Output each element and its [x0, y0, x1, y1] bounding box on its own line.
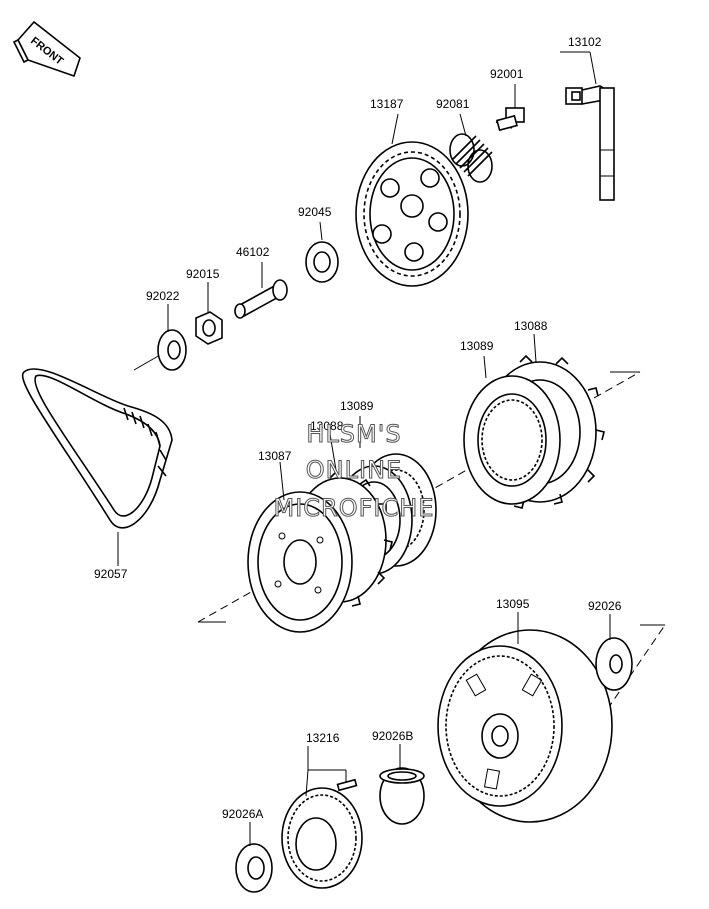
part-13095-clutch-housing — [437, 612, 613, 823]
label-92057: 92057 — [94, 567, 128, 581]
part-92001-bolt — [495, 84, 525, 132]
part-92045-bearing — [305, 221, 339, 283]
front-arrow-badge: FRONT — [12, 20, 81, 78]
part-92081-spring — [449, 113, 493, 183]
part-92026A-washer — [235, 822, 273, 893]
part-92026B-bushing — [379, 744, 425, 825]
watermark-line-2: ONLINE — [306, 456, 402, 484]
label-13087: 13087 — [258, 449, 292, 463]
part-13187-pressure-plate — [355, 113, 469, 287]
part-92015-nut — [195, 282, 223, 345]
watermark: HLSM'S ONLINE MICROFICHE — [273, 420, 435, 523]
label-13088-right: 13088 — [514, 319, 548, 333]
label-92026A: 92026A — [222, 807, 263, 821]
label-46102: 46102 — [236, 245, 270, 259]
label-92026B: 92026B — [372, 729, 413, 743]
label-13088-left: 13088 — [310, 419, 344, 433]
label-13089-left: 13089 — [340, 399, 374, 413]
label-13089-right: 13089 — [460, 339, 494, 353]
label-92001: 92001 — [490, 67, 524, 81]
label-92022: 92022 — [146, 289, 180, 303]
label-92015: 92015 — [186, 267, 220, 281]
part-92057-chain — [21, 368, 173, 566]
label-92045: 92045 — [298, 205, 332, 219]
label-92081: 92081 — [436, 97, 470, 111]
part-13216-gear — [281, 746, 363, 889]
part-13102-release-shaft — [560, 51, 615, 201]
watermark-line-1: HLSM'S — [306, 420, 401, 448]
part-46102-push-rod — [234, 262, 288, 319]
part-92026-washer — [595, 614, 633, 691]
part-92022-washer — [157, 304, 187, 371]
label-13187: 13187 — [370, 97, 404, 111]
part-13087-clutch-hub — [247, 461, 393, 633]
part-13089-steel-plate-right — [463, 355, 561, 505]
label-13102: 13102 — [568, 35, 602, 49]
label-92026: 92026 — [588, 599, 622, 613]
watermark-line-3: MICROFICHE — [274, 494, 435, 522]
label-13095: 13095 — [496, 597, 530, 611]
label-13216: 13216 — [306, 731, 340, 745]
